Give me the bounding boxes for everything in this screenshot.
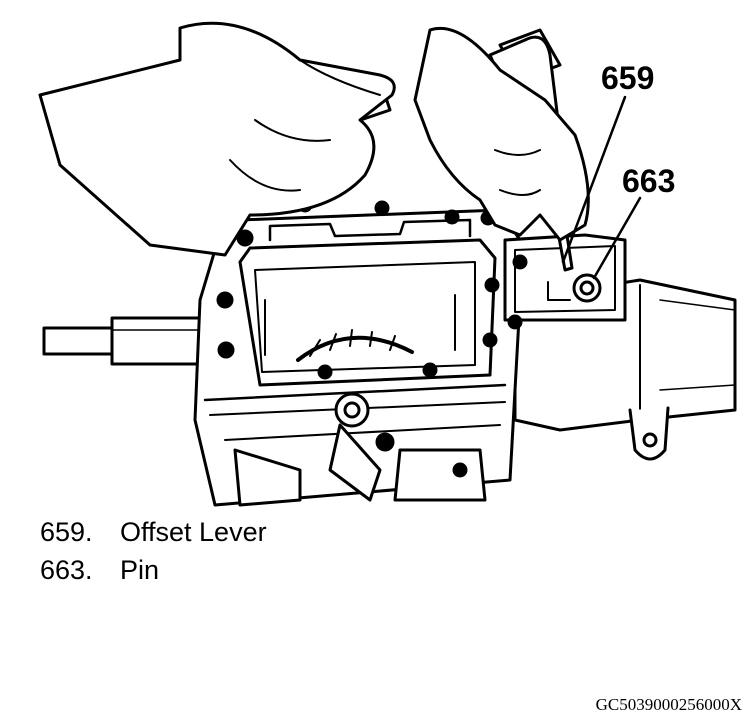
leader-offset-lever (561, 95, 627, 264)
figure-code: GC5039000256000X (595, 695, 742, 714)
legend-item-text: Offset Lever (120, 517, 267, 547)
legend-item: 659. Offset Lever (40, 519, 267, 546)
legend-item-number: 663. (40, 555, 93, 585)
callout-offset-lever: 659 (601, 60, 655, 96)
legend-item-number: 659. (40, 517, 93, 547)
leader-pin (592, 196, 642, 280)
right-hand (413, 26, 590, 242)
shift-linkage (233, 392, 487, 507)
transmission-illustration (38, 21, 737, 507)
callout-pin: 663 (622, 163, 676, 199)
input-shaft (42, 316, 214, 366)
left-hand (38, 21, 396, 257)
transmission-case (193, 197, 522, 507)
offset-lever-housing (503, 233, 627, 330)
legend-item-text: Pin (120, 555, 160, 585)
legend-item: 663. Pin (40, 557, 159, 584)
callout-leaders (561, 95, 642, 280)
